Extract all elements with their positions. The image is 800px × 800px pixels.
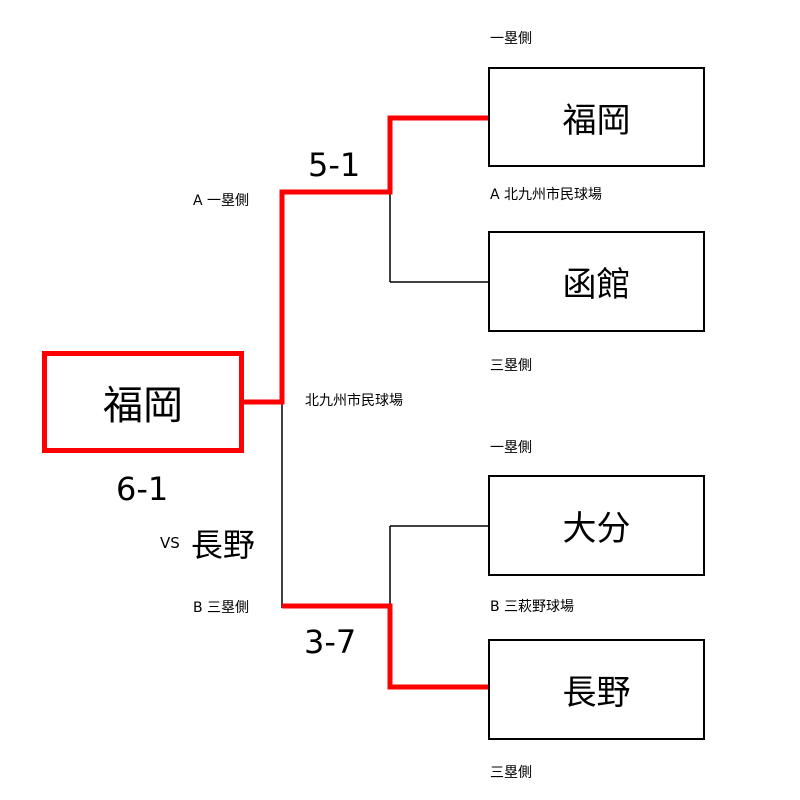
winner-path-b [282,603,490,690]
venue-center: 北九州市民球場 [305,393,403,409]
winner-path-a [244,115,490,405]
champion-score: 6-1 [116,470,169,508]
bracket-a-bottom-side: 三塁側 [490,358,532,374]
bracket-a-score: 5-1 [308,146,361,184]
bracket-a-top-side: 一塁側 [490,31,532,47]
team-name: 福岡 [562,100,631,141]
champion-team: 福岡 [103,383,183,429]
team-name: 大分 [562,509,631,549]
champion-vs: VS 長野 [160,520,255,566]
bracket-a-label: A 一塁側 [193,193,250,209]
bracket-b-top-side: 一塁側 [490,440,532,456]
vs-team: 長野 [190,526,255,564]
bracket-b-score: 3-7 [304,623,357,661]
team-name: 長野 [562,673,631,713]
bracket-a-venue: A 北九州市民球場 [490,187,603,203]
bracket-b-label: B 三塁側 [193,600,250,616]
vs-label: VS [160,534,180,552]
bracket-b-bottom-side: 三塁側 [490,765,532,781]
team-box-nagano: 長野 [488,639,705,740]
champion-box: 福岡 [42,351,244,453]
team-box-oita: 大分 [488,475,705,576]
team-box-fukuoka: 福岡 [488,67,705,167]
bracket-b-venue: B 三萩野球場 [490,599,575,615]
team-name: 函館 [562,265,631,305]
team-box-hakodate: 函館 [488,231,705,332]
